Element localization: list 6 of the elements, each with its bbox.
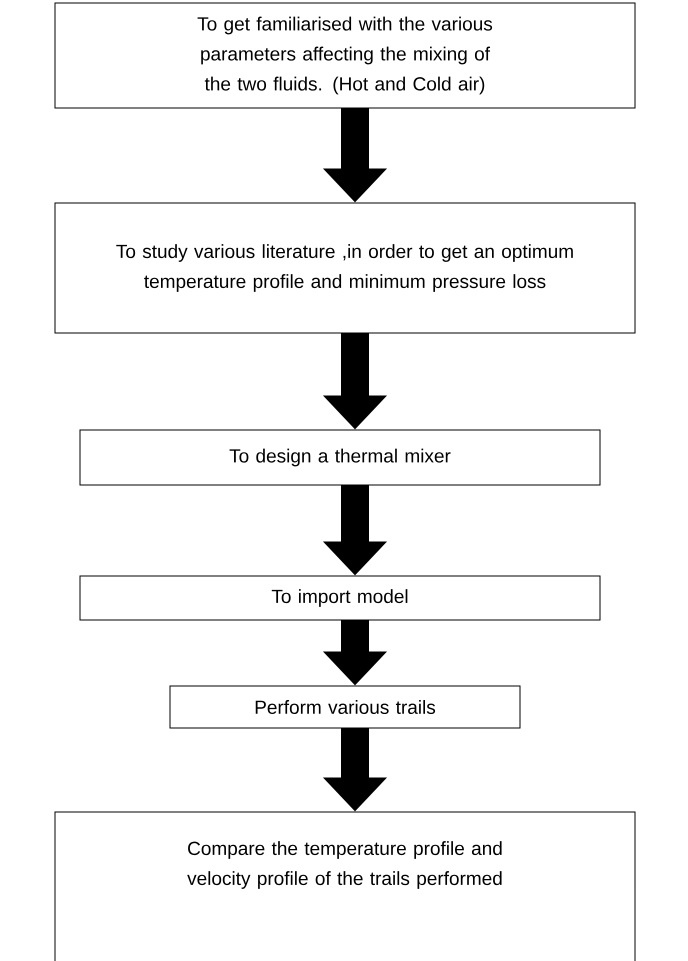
process-box: Compare the temperature profile and velocity profile of the trails performed (54, 812, 636, 961)
process-box: To study various literature ,in order to get an optimum temperature profile and minimum pressure loss (54, 202, 636, 334)
process-box: To design a thermal mixer (80, 430, 600, 486)
process-box: To import model (80, 576, 600, 620)
process-box: To get familiarised with the various parameters affecting the mixing of the two fluids. (Hot and Cold air) (54, 2, 636, 108)
process-box: Perform various trails (170, 686, 520, 728)
